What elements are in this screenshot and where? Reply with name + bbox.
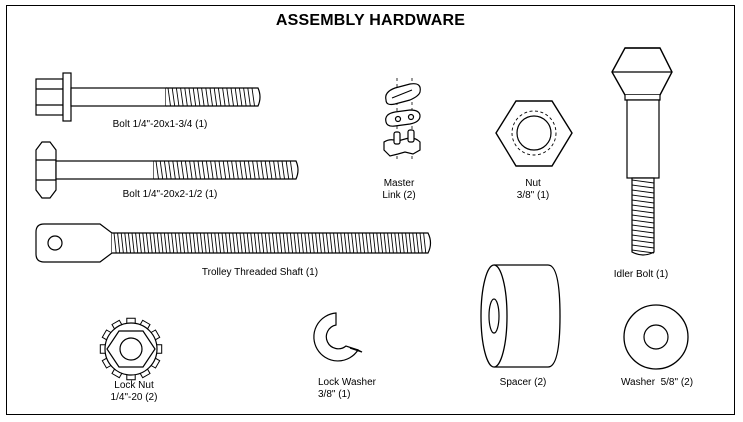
nut-label: Nut 3/8" (1) [516, 178, 550, 201]
lock-nut-drawing [99, 317, 163, 381]
lock-washer-drawing [313, 312, 363, 362]
master-link-drawing [383, 78, 421, 160]
lock-nut-label: Lock Nut 1/4"-20 (2) [110, 380, 158, 403]
bolt-long-drawing [35, 141, 299, 199]
bolt-small-label: Bolt 1/4"-20x1-3/4 (1) [112, 119, 208, 130]
bolt-long-label: Bolt 1/4"-20x2-1/2 (1) [122, 189, 218, 200]
idler-bolt-drawing [611, 47, 673, 256]
trolley-shaft-label: Trolley Threaded Shaft (1) [201, 267, 319, 278]
bolt-small-drawing [35, 72, 261, 122]
washer-drawing [623, 304, 689, 370]
spacer-label: Spacer (2) [499, 377, 547, 388]
lock-washer-label: Lock Washer 3/8" (1) [318, 377, 376, 400]
sheet-title: ASSEMBLY HARDWARE [275, 12, 466, 29]
idler-bolt-label: Idler Bolt (1) [613, 269, 669, 280]
trolley-shaft-drawing [35, 223, 432, 263]
nut-drawing [495, 100, 573, 167]
spacer-drawing [480, 264, 561, 368]
washer-label: Washer 5/8" (2) [620, 377, 694, 388]
master-link-label: Master Link (2) [382, 178, 416, 201]
